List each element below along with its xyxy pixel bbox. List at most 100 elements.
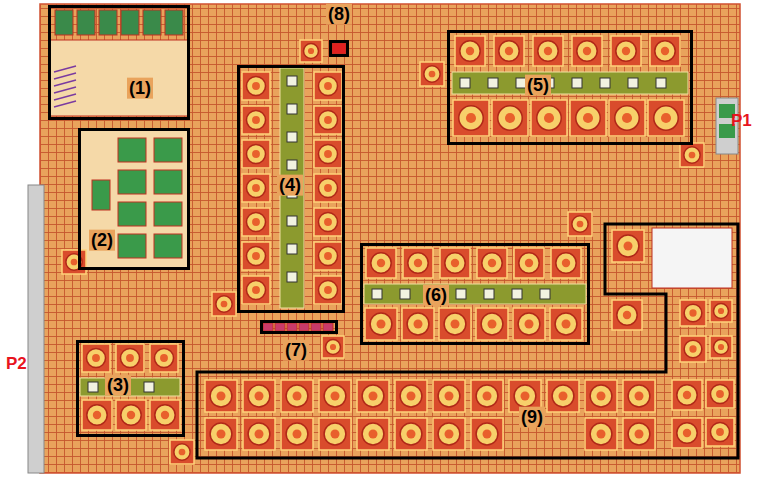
cap-ring bbox=[248, 423, 270, 445]
cap-ring bbox=[438, 385, 460, 407]
cap-plate bbox=[547, 380, 579, 412]
cap-plate bbox=[205, 380, 237, 412]
device-finger bbox=[287, 216, 297, 226]
capacitor-cell bbox=[439, 308, 471, 340]
capacitor-cell bbox=[680, 143, 704, 167]
transistor-strip bbox=[452, 72, 688, 94]
cap-core bbox=[369, 392, 378, 401]
region-box: (8) bbox=[329, 40, 349, 57]
resistor-array bbox=[275, 323, 285, 331]
cap-core bbox=[414, 320, 423, 329]
cap-ring bbox=[677, 423, 697, 443]
cap-plate bbox=[550, 308, 582, 340]
device-finger bbox=[372, 289, 382, 299]
capacitor-cell bbox=[433, 380, 465, 412]
cap-plate bbox=[533, 36, 563, 66]
cap-plate bbox=[471, 418, 503, 450]
cap-core bbox=[252, 252, 260, 260]
cap-plate bbox=[366, 248, 396, 278]
cap-ring bbox=[318, 76, 337, 95]
cap-ring bbox=[590, 385, 612, 407]
capacitor-cell bbox=[281, 418, 313, 450]
cap-core bbox=[252, 286, 260, 294]
cap-core bbox=[293, 430, 302, 439]
cap-core bbox=[544, 47, 552, 55]
cap-core bbox=[488, 320, 497, 329]
mixer-device bbox=[92, 180, 110, 210]
cap-plate bbox=[314, 106, 342, 134]
region-box: (5) bbox=[447, 30, 693, 145]
cap-ring bbox=[537, 106, 561, 130]
cap-core bbox=[407, 430, 416, 439]
cap-ring bbox=[590, 423, 612, 445]
cap-ring bbox=[552, 385, 574, 407]
capacitor-cell bbox=[680, 300, 706, 326]
capacitor-cell bbox=[300, 40, 322, 62]
cap-plate bbox=[568, 212, 592, 236]
capacitor-cell bbox=[242, 242, 270, 270]
cap-core bbox=[683, 391, 691, 399]
cap-plate bbox=[609, 100, 645, 136]
cap-ring bbox=[482, 253, 502, 273]
cap-plate bbox=[494, 36, 524, 66]
capacitor-cell bbox=[477, 248, 507, 278]
cap-ring bbox=[617, 235, 639, 257]
cap-plate bbox=[551, 248, 581, 278]
capacitor-cell bbox=[150, 344, 178, 372]
hatch-line bbox=[54, 101, 76, 107]
cap-plate bbox=[453, 100, 489, 136]
capacitor-cell bbox=[440, 248, 470, 278]
hatch-line bbox=[54, 94, 76, 100]
cap-ring bbox=[538, 41, 558, 61]
capacitor-cell bbox=[710, 336, 732, 358]
cap-plate bbox=[680, 300, 706, 326]
hatch-line bbox=[54, 66, 76, 72]
cap-core bbox=[324, 82, 332, 90]
cap-ring bbox=[677, 385, 697, 405]
capacitor-cell bbox=[533, 36, 563, 66]
cap-ring bbox=[572, 216, 588, 232]
capacitor-cell bbox=[453, 100, 489, 136]
mixer-device bbox=[118, 234, 146, 258]
mixer-device bbox=[118, 138, 146, 162]
pin-label: P2 bbox=[6, 355, 27, 374]
cap-ring bbox=[616, 41, 636, 61]
capacitor-cell bbox=[612, 230, 644, 262]
cap-plate bbox=[440, 248, 470, 278]
cap-plate bbox=[572, 36, 602, 66]
cap-plate bbox=[357, 380, 389, 412]
capacitor-cell bbox=[314, 174, 342, 202]
cap-plate bbox=[242, 106, 270, 134]
cap-ring bbox=[615, 106, 639, 130]
cap-core bbox=[505, 113, 515, 123]
capacitor-cell bbox=[492, 100, 528, 136]
cap-core bbox=[331, 430, 340, 439]
capacitor-cell bbox=[611, 36, 641, 66]
cap-plate bbox=[243, 418, 275, 450]
cap-core bbox=[324, 218, 332, 226]
pin-label: P1 bbox=[731, 112, 752, 131]
cap-core bbox=[451, 259, 459, 267]
cap-plate bbox=[314, 72, 342, 100]
bias-device bbox=[121, 10, 139, 35]
cap-ring bbox=[577, 41, 597, 61]
mixer-device bbox=[118, 202, 146, 226]
cap-ring bbox=[210, 385, 232, 407]
cap-core bbox=[407, 392, 416, 401]
cap-core bbox=[252, 116, 260, 124]
cap-core bbox=[559, 392, 568, 401]
cap-ring bbox=[476, 385, 498, 407]
cap-core bbox=[330, 344, 336, 350]
cap-ring bbox=[246, 178, 265, 197]
capacitor-cell bbox=[650, 36, 680, 66]
cap-core bbox=[635, 430, 644, 439]
cap-plate bbox=[710, 336, 732, 358]
cap-core bbox=[255, 392, 264, 401]
capacitor-cell bbox=[319, 418, 351, 450]
cap-plate bbox=[585, 380, 617, 412]
cap-plate bbox=[395, 418, 427, 450]
cap-core bbox=[689, 309, 696, 316]
cap-plate bbox=[514, 248, 544, 278]
callout-number: (1) bbox=[127, 78, 153, 99]
cap-core bbox=[308, 48, 314, 54]
